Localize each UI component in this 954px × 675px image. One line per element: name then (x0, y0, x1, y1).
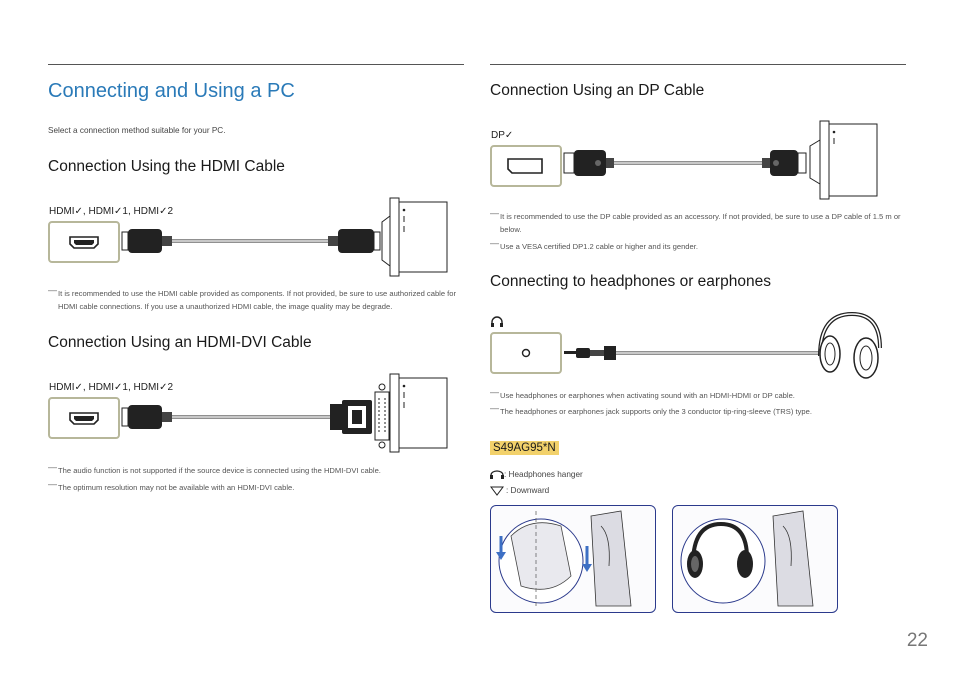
headphones-on-hanger-illustration (680, 510, 814, 607)
top-rule-right (490, 64, 906, 65)
dp-port-icon (507, 158, 543, 174)
hanger-downward-illustration (496, 510, 632, 607)
headphones-hanger-icon (490, 470, 504, 479)
hdmi-plug-left (121, 229, 172, 253)
monitor-device-icon (389, 373, 448, 453)
model-badge: S49AG95*N (490, 441, 559, 455)
hdmi-dvi-note-1: —The audio function is not supported if … (48, 462, 381, 475)
headphones-note-2: —The headphones or earphones jack suppor… (490, 403, 812, 416)
hanger-photo-1 (490, 505, 656, 613)
dp-note-1: —It is recommended to use the DP cable p… (490, 208, 901, 234)
hdmi-cable-diagram (121, 197, 448, 277)
top-rule-left (48, 64, 464, 65)
dp-plug-right (762, 150, 807, 176)
downward-triangle-icon (490, 486, 504, 496)
hdmi-plug-left (121, 405, 172, 429)
monitor-device-icon (381, 197, 448, 277)
page-title: Connecting and Using a PC (48, 80, 295, 102)
hdmi-plug-right (328, 229, 381, 253)
hdmi-note-1: —It is recommended to use the HDMI cable… (48, 285, 457, 311)
audio-plug (564, 346, 616, 360)
dp-plug-left (563, 150, 614, 176)
hdmi-dvi-port-box (48, 397, 120, 439)
intro-text: Select a connection method suitable for … (48, 126, 226, 135)
headphones-illustration (818, 311, 882, 379)
hdmi-dvi-port-label: HDMI✓, HDMI✓1, HDMI✓2 (49, 382, 174, 393)
dp-note-2: —Use a VESA certified DP1.2 cable or hig… (490, 238, 698, 251)
hdmi-heading: Connection Using the HDMI Cable (48, 158, 285, 175)
headphones-icon (491, 316, 503, 327)
dp-port-label: DP✓ (491, 130, 514, 141)
hanger-photo-2 (672, 505, 838, 613)
hdmi-dvi-note-2: —The optimum resolution may not be avail… (48, 479, 295, 492)
hdmi-port-box (48, 221, 120, 263)
headphones-cable-diagram (564, 311, 882, 379)
hdmi-dvi-cable-diagram (121, 373, 448, 453)
headphone-jack-icon (521, 348, 531, 358)
headphones-note-1: —Use headphones or earphones when activa… (490, 387, 795, 400)
hdmi-port-icon (69, 236, 99, 249)
monitor-device-icon (809, 120, 878, 200)
headphones-heading: Connecting to headphones or earphones (490, 273, 771, 290)
hdmi-dvi-heading: Connection Using an HDMI-DVI Cable (48, 334, 312, 351)
dvi-port-icon (374, 383, 390, 449)
headphone-port-box (490, 332, 562, 374)
hdmi-port-label: HDMI✓, HDMI✓1, HDMI✓2 (49, 206, 174, 217)
dvi-plug (330, 400, 372, 434)
dp-cable-diagram (563, 120, 878, 200)
hdmi-port-icon (69, 412, 99, 425)
dp-heading: Connection Using an DP Cable (490, 82, 705, 99)
dp-port-box (490, 145, 562, 187)
page-number: 22 (906, 630, 928, 651)
